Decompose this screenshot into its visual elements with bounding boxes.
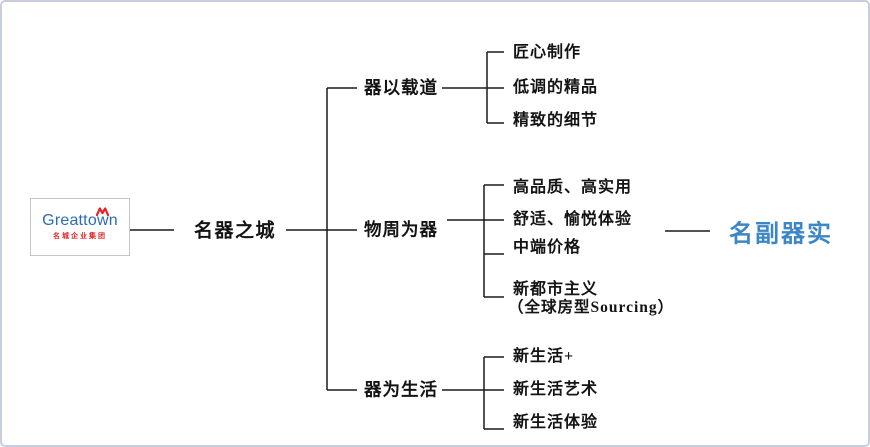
branch2-child3: 中端价格 bbox=[513, 239, 582, 256]
branch2-child1: 高品质、高实用 bbox=[513, 179, 633, 196]
branch1-child3: 精致的细节 bbox=[513, 112, 599, 129]
result-label: 名副器实 bbox=[729, 221, 833, 248]
branch2-child4-line1: 新都市主义 bbox=[513, 281, 599, 298]
logo-text-part1: Greatto bbox=[42, 211, 97, 229]
branch1-child2: 低调的精品 bbox=[513, 79, 599, 96]
branch3-child2: 新生活艺术 bbox=[513, 381, 599, 398]
crown-zigzag-icon bbox=[95, 206, 109, 216]
branch3-child3: 新生活体验 bbox=[513, 414, 599, 431]
branch2-child2: 舒适、愉悦体验 bbox=[513, 211, 633, 228]
root-node: 名器之城 bbox=[194, 220, 277, 242]
branch3-child1: 新生活+ bbox=[513, 348, 575, 365]
branch3-label: 器为生活 bbox=[364, 379, 438, 400]
logo-text-part3: n bbox=[108, 211, 118, 229]
branch2-label: 物周为器 bbox=[364, 219, 438, 240]
branch1-child1: 匠心制作 bbox=[513, 44, 582, 61]
logo-subtitle: 名城企业集团 bbox=[53, 233, 107, 241]
logo-text-part2: w bbox=[95, 206, 109, 230]
branch1-label: 器以载道 bbox=[364, 77, 438, 98]
branch2-child4-line2: （全球房型Sourcing） bbox=[508, 299, 675, 316]
